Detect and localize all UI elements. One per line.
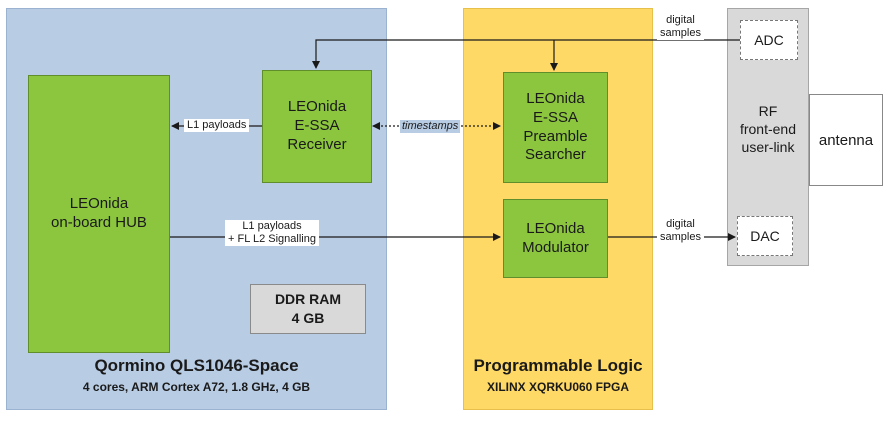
digital-samples-bottom-label: digital samples	[657, 218, 704, 245]
timestamps-label: timestamps	[400, 120, 461, 134]
l1-fl-signalling-label: L1 payloads + FL L2 Signalling	[225, 220, 319, 247]
modulator-block: LEOnida Modulator	[503, 199, 608, 278]
essa-receiver-block: LEOnida E-SSA Receiver	[262, 70, 372, 183]
rf-frontend-label: RF front-end user-link	[739, 103, 797, 156]
fpga-title: Programmable Logic	[473, 356, 643, 375]
l1-payloads-label: L1 payloads	[184, 119, 250, 133]
dac-block: DAC	[737, 216, 793, 256]
onboard-hub-block: LEOnida on-board HUB	[28, 75, 170, 353]
processor-title: Qormino QLS1046-Space	[94, 356, 299, 375]
processor-subtitle: 4 cores, ARM Cortex A72, 1.8 GHz, 4 GB	[82, 380, 311, 394]
ddr-ram-block: DDR RAM 4 GB	[250, 284, 366, 334]
digital-samples-top-label: digital samples	[657, 14, 704, 41]
fpga-subtitle: XILINX XQRKU060 FPGA	[486, 380, 630, 394]
antenna-block: antenna	[809, 94, 883, 186]
essa-preamble-searcher-block: LEOnida E-SSA Preamble Searcher	[503, 72, 608, 183]
adc-block: ADC	[740, 20, 798, 60]
adc-to-receiver-line	[312, 39, 740, 69]
